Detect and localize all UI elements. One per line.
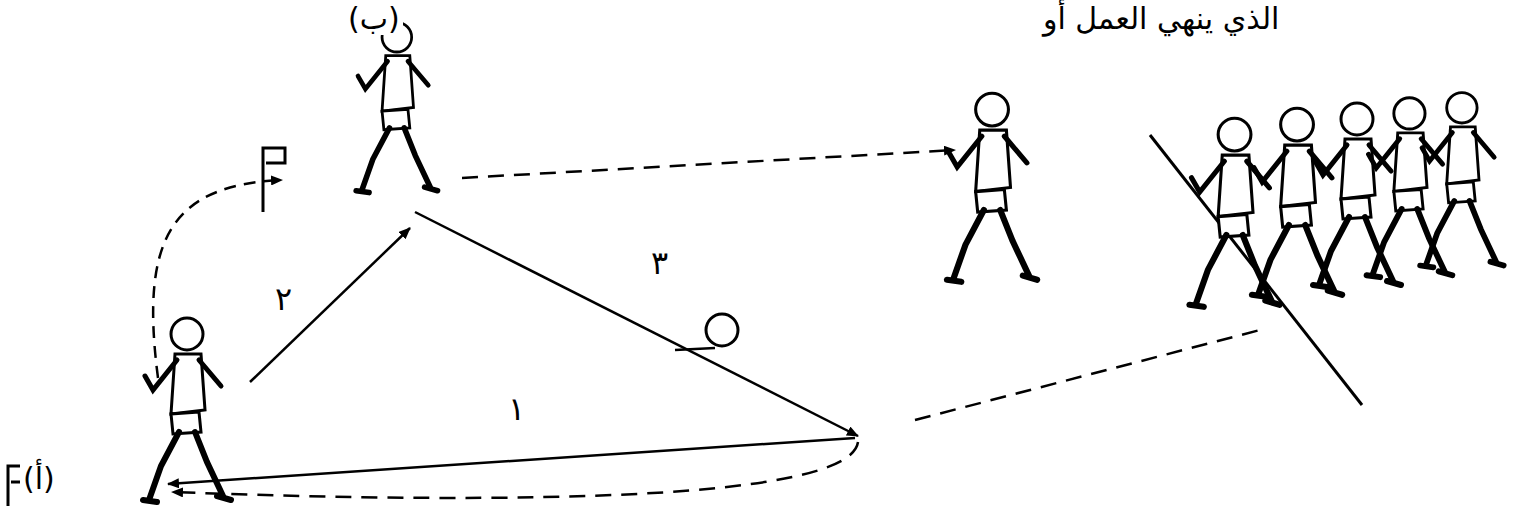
pass-line bbox=[415, 212, 858, 436]
waiting-player bbox=[1313, 103, 1401, 287]
caption-text: الذي ينهي العمل أو bbox=[1040, 2, 1282, 35]
waiting-player bbox=[1420, 93, 1504, 268]
player-label: (أ) bbox=[20, 462, 58, 495]
run-path bbox=[915, 330, 1260, 420]
waiting-player bbox=[1367, 98, 1453, 277]
runner bbox=[947, 93, 1037, 282]
callout-number: ٢ bbox=[272, 282, 295, 317]
player-label: (ب) bbox=[345, 2, 403, 35]
player-a bbox=[143, 318, 231, 502]
callout-number: ١ bbox=[505, 392, 528, 427]
waiting-player bbox=[1252, 108, 1342, 297]
pass-line bbox=[168, 438, 855, 484]
ball bbox=[706, 314, 738, 346]
run-path bbox=[172, 442, 858, 498]
run-path bbox=[462, 150, 955, 178]
pass-line bbox=[250, 228, 410, 382]
callout-number: ٣ bbox=[648, 246, 671, 281]
player-b bbox=[356, 22, 437, 192]
ball-shadow bbox=[675, 348, 715, 350]
run-path bbox=[153, 180, 282, 378]
